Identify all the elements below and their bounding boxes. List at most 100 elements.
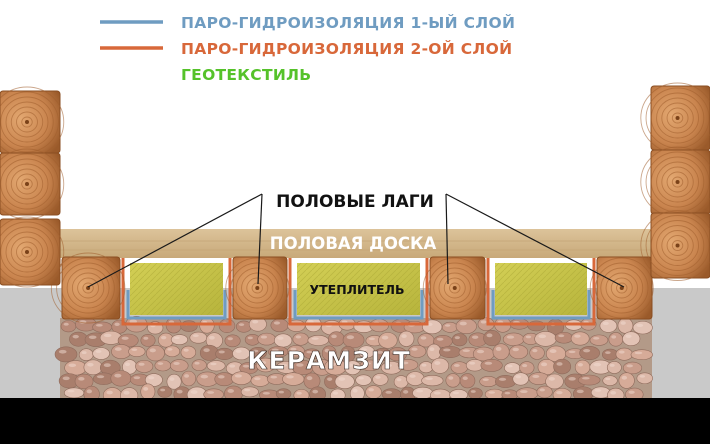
clay-pebble <box>303 348 321 360</box>
clay-pebble <box>554 331 574 344</box>
clay-pebble <box>468 387 483 400</box>
wall-log-right-3 <box>640 210 710 281</box>
clay-pebble <box>480 359 503 372</box>
clay-pebble <box>54 346 78 363</box>
clay-pebble <box>235 320 252 333</box>
clay-pebble <box>412 386 434 400</box>
clay-pebble <box>191 359 207 371</box>
clay-pebble <box>180 345 197 359</box>
wall-log-right-2 <box>640 146 710 218</box>
clay-pebble <box>599 318 618 333</box>
clay-pebble <box>328 331 345 347</box>
clay-pebble <box>214 372 234 387</box>
clay-pebble <box>128 346 146 357</box>
clay-pebble <box>393 375 409 389</box>
wall-logs <box>0 82 710 288</box>
clay-pebble <box>632 320 653 335</box>
clay-pebble <box>164 345 181 358</box>
clay-pebble <box>83 359 103 376</box>
clay-pebble <box>334 374 355 390</box>
clay-pebble <box>606 361 622 374</box>
legend-label-layer2: ПАРО-ГИДРОИЗОЛЯЦИЯ 2-ОЙ СЛОЙ <box>181 39 512 58</box>
clay-pebble <box>433 335 453 348</box>
clay-pebble <box>203 388 224 401</box>
clay-pebble <box>99 359 121 376</box>
clay-pebble <box>110 370 132 387</box>
clay-pebble <box>534 331 557 347</box>
clay-pebble <box>570 331 590 346</box>
clay-pebble <box>608 332 624 347</box>
wall-log-right-1 <box>640 82 710 154</box>
floor-joists <box>50 252 654 324</box>
floor-joist-4 <box>589 256 654 320</box>
clay-pebble <box>170 334 188 345</box>
clay-pebble <box>78 348 94 361</box>
clay-pebble <box>479 376 498 388</box>
clay-pebble <box>74 373 94 390</box>
clay-pebble <box>292 360 315 375</box>
clay-pebble <box>180 320 198 332</box>
clay-pebble <box>355 374 372 386</box>
clay-pebble <box>275 388 292 400</box>
clay-pebble <box>536 385 553 399</box>
clay-pebble <box>418 361 434 374</box>
clay-pebble <box>495 375 517 388</box>
clay-pebble <box>154 359 172 372</box>
clay-pebble <box>636 372 653 385</box>
clay-pebble <box>445 373 461 388</box>
clay-pebble <box>519 361 535 375</box>
clay-pebble <box>287 345 305 358</box>
clay-pebble <box>449 389 468 401</box>
legend: ПАРО-ГИДРОИЗОЛЯЦИЯ 1-ЫЙ СЛОЙ ПАРО-ГИДРОИ… <box>100 13 515 84</box>
clay-pebble <box>268 346 289 358</box>
clay-pebble <box>303 372 321 390</box>
wall-log-left-3 <box>0 216 65 288</box>
expanded-clay-pebbles <box>54 315 653 404</box>
joist-pointer-lines <box>87 193 625 288</box>
clay-pebble <box>545 373 564 390</box>
floor-joist-1 <box>50 252 126 324</box>
clay-pebble <box>181 370 197 387</box>
insulation-block-1 <box>121 258 232 326</box>
legend-label-layer1: ПАРО-ГИДРОИЗОЛЯЦИЯ 1-ЫЙ СЛОЙ <box>181 13 515 32</box>
clay-pebble <box>483 329 501 347</box>
clay-pebble <box>92 347 110 360</box>
clay-pebble <box>218 318 236 333</box>
clay-pebble <box>140 333 156 347</box>
wall-log-left-2 <box>0 148 65 220</box>
clay-pebble <box>502 332 525 346</box>
clay-pebble <box>157 386 173 398</box>
clay-pebble <box>484 388 505 400</box>
insulation-blocks <box>121 258 596 326</box>
clay-pebble <box>135 359 154 373</box>
insulation-block-3 <box>486 258 596 326</box>
clay-pebble <box>349 385 365 402</box>
clay-pebble <box>224 385 243 402</box>
clay-pebble <box>589 359 612 375</box>
clay-pebble <box>64 360 87 376</box>
clay-pebble <box>146 345 165 362</box>
clay-pebble <box>231 371 252 385</box>
clay-pebble <box>455 318 477 334</box>
clay-pebble <box>590 386 611 399</box>
clay-pebble <box>553 358 572 375</box>
clay-pebble <box>224 334 241 348</box>
clay-pebble <box>270 318 289 333</box>
clay-pebble <box>240 386 259 398</box>
clay-pebble <box>451 333 468 347</box>
clay-pebble <box>615 347 633 361</box>
clay-pebble <box>426 343 442 361</box>
clay-pebble <box>275 360 298 374</box>
clay-pebble <box>527 320 546 332</box>
clay-pebble <box>166 373 182 390</box>
clay-pebble <box>342 331 365 349</box>
wall-log-left-1 <box>0 86 65 158</box>
clay-pebble <box>468 332 488 347</box>
clay-pebble <box>528 372 550 385</box>
clay-pebble <box>622 361 643 375</box>
joists-label: ПОЛОВЫЕ ЛАГИ <box>276 192 434 212</box>
clay-pebble <box>574 359 591 375</box>
clay-pebble <box>380 361 402 375</box>
clay-pebble <box>459 373 476 389</box>
